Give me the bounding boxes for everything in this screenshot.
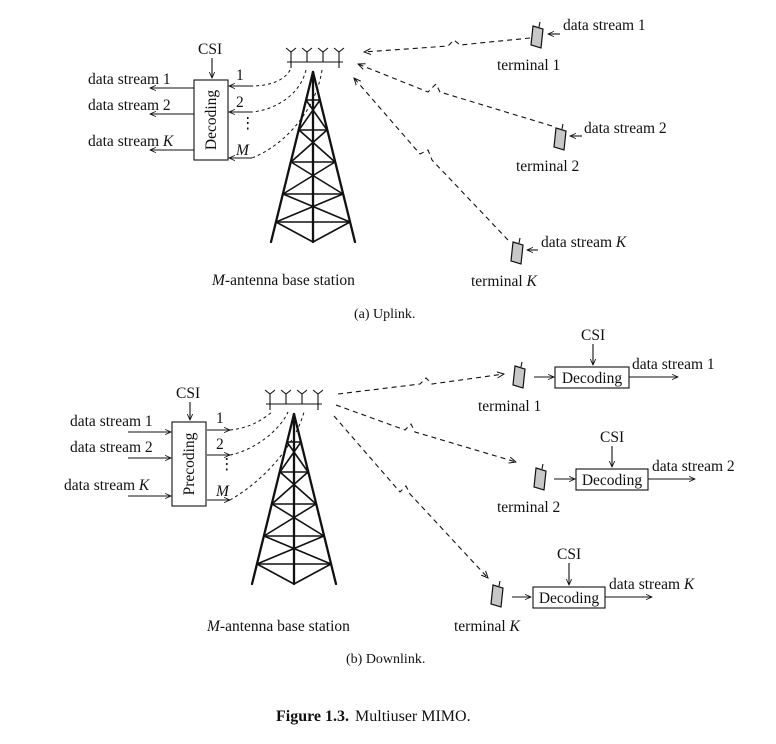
downlink-terminal-1-stream: data stream 1 bbox=[632, 356, 715, 373]
downlink-terminal-k-stream: data stream K bbox=[609, 576, 695, 593]
uplink-terminal-k-phone bbox=[510, 237, 524, 265]
uplink-cable-2 bbox=[251, 69, 307, 113]
uplink-terminal-1-phone bbox=[530, 21, 544, 49]
uplink-terminal-2-stream: data stream 2 bbox=[584, 120, 667, 137]
uplink-link-k bbox=[354, 78, 509, 241]
downlink-terminal-2-label: terminal 2 bbox=[497, 499, 560, 516]
downlink-cable-2 bbox=[229, 411, 289, 456]
downlink-terminal-1-phone bbox=[512, 361, 526, 389]
uplink-link-2 bbox=[358, 64, 553, 127]
downlink-link-k bbox=[333, 415, 488, 578]
uplink-tower bbox=[269, 70, 357, 244]
downlink-precoder-label: Precoding bbox=[181, 432, 198, 495]
downlink-link-1 bbox=[337, 374, 504, 395]
downlink-antenna-num-1: 1 bbox=[216, 410, 224, 427]
uplink-antenna-num-2: 2 bbox=[236, 94, 244, 111]
uplink-antenna-array bbox=[285, 47, 345, 69]
downlink-terminal-2-decoder-label: Decoding bbox=[582, 472, 643, 489]
uplink-terminal-2-label: terminal 2 bbox=[516, 158, 579, 175]
uplink-cable-1 bbox=[251, 69, 291, 87]
uplink-antenna-dots: ⋮ bbox=[240, 115, 256, 132]
uplink-csi-label: CSI bbox=[198, 41, 222, 58]
downlink-terminal-2-csi: CSI bbox=[600, 429, 624, 446]
uplink-output-k: data stream K bbox=[88, 133, 174, 150]
downlink-terminal-1-label: terminal 1 bbox=[478, 398, 541, 415]
downlink-base-station-label: M-antenna base station bbox=[206, 618, 350, 635]
uplink-decoder-box bbox=[193, 79, 229, 161]
uplink-base-station-label: M-antenna base station bbox=[211, 272, 355, 289]
downlink-input-k: data stream K bbox=[64, 477, 150, 494]
downlink-terminal-k-csi: CSI bbox=[557, 546, 581, 563]
downlink-link-2 bbox=[335, 404, 516, 462]
figure-caption: Figure 1.3.Multiuser MIMO. bbox=[276, 708, 471, 725]
downlink-antenna-dots: ⋮ bbox=[219, 456, 235, 473]
uplink-decoder-label: Decoding bbox=[203, 90, 220, 151]
uplink-link-1 bbox=[364, 37, 531, 52]
downlink-cable-m bbox=[229, 411, 305, 501]
downlink-antenna-num-m: M bbox=[215, 483, 230, 500]
uplink-terminal-1-stream: data stream 1 bbox=[563, 17, 646, 34]
downlink-terminal-k-phone bbox=[490, 580, 504, 608]
downlink-terminal-k-label: terminal K bbox=[454, 618, 521, 635]
downlink-precoder-box bbox=[171, 421, 207, 507]
uplink-output-2: data stream 2 bbox=[88, 97, 171, 114]
uplink-panel: CSI Decoding data stream 1 data stream 2… bbox=[88, 17, 667, 322]
downlink-antenna-array bbox=[264, 389, 324, 411]
uplink-terminal-k-stream: data stream K bbox=[541, 234, 627, 251]
uplink-cable-m bbox=[251, 69, 323, 159]
uplink-antenna-num-m: M bbox=[235, 142, 250, 159]
downlink-terminal-1-decoder-label: Decoding bbox=[562, 370, 623, 387]
downlink-terminal-2-stream: data stream 2 bbox=[652, 458, 735, 475]
downlink-cable-1 bbox=[229, 411, 273, 431]
downlink-input-1: data stream 1 bbox=[70, 413, 153, 430]
uplink-terminal-k-label: terminal K bbox=[471, 273, 538, 290]
uplink-antenna-num-1: 1 bbox=[236, 67, 244, 84]
uplink-output-1: data stream 1 bbox=[88, 71, 171, 88]
downlink-terminal-2-phone bbox=[533, 463, 547, 491]
downlink-antenna-num-2: 2 bbox=[216, 436, 224, 453]
downlink-csi-label: CSI bbox=[176, 385, 200, 402]
uplink-terminal-2-phone bbox=[553, 123, 567, 151]
downlink-panel: CSI Precoding data stream 1 data stream … bbox=[64, 327, 735, 667]
downlink-caption: (b) Downlink. bbox=[346, 652, 425, 667]
uplink-caption: (a) Uplink. bbox=[354, 307, 415, 322]
downlink-terminal-1-csi: CSI bbox=[581, 327, 605, 344]
uplink-terminal-1-label: terminal 1 bbox=[497, 57, 560, 74]
downlink-input-2: data stream 2 bbox=[70, 439, 153, 456]
downlink-terminal-k-decoder-label: Decoding bbox=[539, 590, 600, 607]
